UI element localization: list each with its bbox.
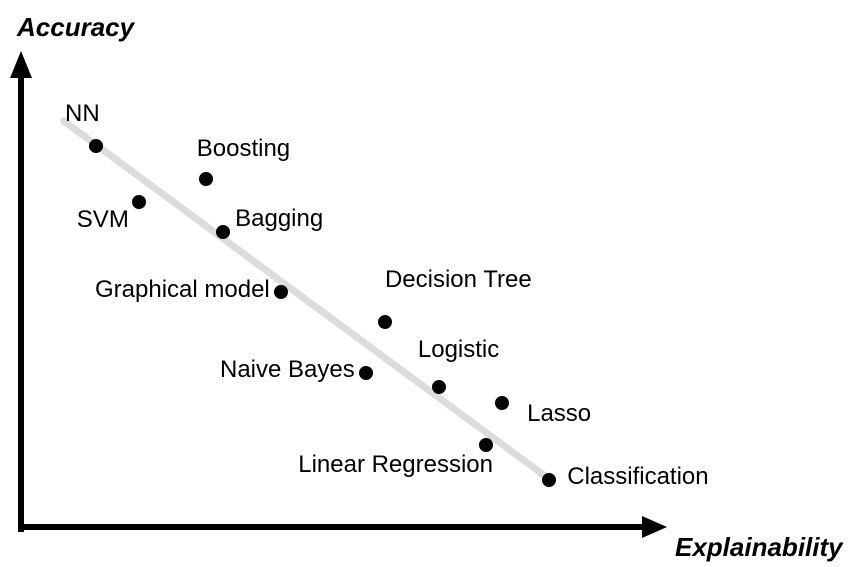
point-label: Lasso [527,400,592,428]
data-point [479,437,493,452]
point-label: Linear Regression [298,450,493,478]
x-axis-line [18,524,644,530]
point-label: Boosting [196,134,291,162]
point-label: NN [65,99,100,127]
data-point [131,194,146,209]
data-point [273,285,288,300]
point-label: Classification [567,463,709,491]
data-point [198,171,213,186]
data-point [216,224,231,239]
point-label: Graphical model [95,276,270,304]
point-label: Naive Bayes [219,355,355,383]
y-axis-line [18,72,24,532]
data-point [431,380,446,395]
x-axis-arrowhead-icon [642,516,667,538]
y-axis-label: Accuracy [17,12,135,42]
point-label: Bagging [235,204,324,232]
point-label: SVM [76,205,129,233]
point-label: Logistic [417,336,500,364]
data-point [358,365,373,380]
data-point [89,138,104,153]
data-point [542,473,557,488]
data-point [495,396,510,411]
point-label: Decision Tree [384,266,532,294]
data-point [377,315,392,330]
y-axis-arrowhead-icon [10,51,32,78]
x-axis-label: Explainability [675,532,843,562]
trendline [60,117,550,481]
